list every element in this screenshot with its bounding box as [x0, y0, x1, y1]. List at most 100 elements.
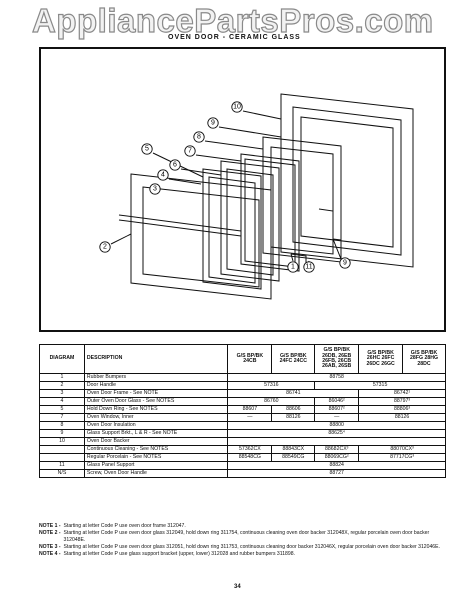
column-header-model-group-5: G/S BP/BK 28FG 28HG 28DC	[402, 344, 446, 374]
diagram-number: 9	[39, 429, 85, 438]
part-description: Glass Support Brkt., L & R - See NOTE	[83, 429, 229, 438]
oven-door-drawing: 10 9 8 7 6 5 4 3 2 1 11 9	[99, 93, 414, 300]
part-number: 86742¹	[358, 389, 446, 398]
table-row: 7 Oven Window, Inner — 88126 — 88126	[39, 413, 446, 422]
part-number: 57362CX	[227, 445, 273, 454]
diagram-number: 4	[39, 397, 85, 406]
svg-text:9: 9	[211, 120, 215, 127]
part-number: 88806³	[358, 405, 446, 414]
part-number: 88606	[271, 405, 316, 414]
part-description: Oven Door Frame - See NOTE	[83, 389, 229, 398]
callout-6: 6	[169, 159, 181, 171]
diagram-number: N/S	[39, 469, 85, 478]
svg-text:1: 1	[291, 264, 295, 271]
part-description: Oven Door Backer	[83, 437, 229, 446]
part-number: 88758	[227, 373, 446, 382]
table-row: 3 Oven Door Frame - See NOTE 86741 86742…	[39, 389, 446, 398]
svg-text:11: 11	[305, 264, 312, 271]
callout-8: 8	[193, 131, 205, 143]
part-description: Rubber Bumpers	[83, 373, 229, 382]
diagram-number: 1	[39, 373, 85, 382]
part-number: 88843CX	[271, 445, 316, 454]
callout-9-bottom: 9	[339, 257, 351, 269]
table-row: 1 Rubber Bumpers 88758	[39, 373, 446, 382]
part-description: Screw, Oven Door Handle	[83, 469, 229, 478]
exploded-parts-diagram: 10 9 8 7 6 5 4 3 2 1 11 9	[39, 47, 446, 332]
part-number: 86046²	[314, 397, 360, 406]
table-row: 11 Glass Panel Support 88824	[39, 461, 446, 470]
svg-text:10: 10	[233, 104, 241, 111]
note: NOTE 2 - Starting at letter Code P use o…	[39, 530, 449, 544]
inner-window-part	[220, 160, 280, 282]
svg-text:6: 6	[173, 162, 177, 169]
part-number: 88607²	[314, 405, 360, 414]
table-row: N/S Screw, Oven Door Handle 88727	[39, 469, 446, 478]
svg-text:7: 7	[188, 148, 192, 155]
note: NOTE 1 - Starting at letter Code P use o…	[39, 523, 449, 530]
part-number: 87717CG³	[358, 453, 446, 462]
callout-3: 3	[149, 183, 161, 195]
oven-door-frame-part	[280, 93, 414, 268]
diagram-number	[39, 453, 85, 462]
part-description: Continuous Cleaning - See NOTES	[83, 445, 229, 454]
note-label: NOTE 4 -	[39, 551, 61, 558]
callout-10: 10	[231, 101, 243, 113]
diagram-number: 5	[39, 405, 85, 414]
part-number: —	[314, 413, 360, 422]
table-row: 2 Door Handle 57316 57315	[39, 381, 446, 390]
note: NOTE 4 - Starting at letter Code P use g…	[39, 551, 449, 558]
part-number: 88727	[227, 469, 446, 478]
part-number: 88800	[227, 421, 446, 430]
column-header-model-group-4: G/S BP/BK 26HC 26FC 26DC 26GC	[358, 344, 404, 374]
note-label: NOTE 1 -	[39, 523, 61, 529]
diagram-number	[39, 445, 85, 454]
page-title: OVEN DOOR - CERAMIC GLASS	[168, 34, 301, 41]
note-text: Starting at letter Code P use oven door …	[63, 530, 430, 544]
part-number: 57316	[227, 381, 316, 390]
column-header-model-group-2: G/S BP/BK 24FC 24CC	[271, 344, 316, 374]
part-description: Oven Door Insulation	[83, 421, 229, 430]
part-number: 88126	[271, 413, 316, 422]
note-label: NOTE 3 -	[39, 544, 61, 551]
column-header-model-group-1: G/S BP/BK 24CB	[227, 344, 273, 374]
diagram-number: 3	[39, 389, 85, 398]
svg-text:5: 5	[145, 146, 149, 153]
table-row: 5 Hold Down Ring - See NOTES 88607 88606…	[39, 405, 446, 414]
diagram-number: 10	[39, 437, 85, 446]
callout-4: 4	[157, 169, 169, 181]
part-number: 88682CX³	[314, 445, 360, 454]
page-number: 34	[234, 584, 241, 590]
callout-7: 7	[184, 145, 196, 157]
door-handle-part	[118, 214, 242, 237]
part-number: 57315	[314, 381, 446, 390]
svg-text:2: 2	[103, 244, 107, 251]
svg-text:4: 4	[161, 172, 165, 179]
svg-text:9: 9	[343, 260, 347, 267]
empty-cell	[227, 437, 446, 446]
note-label: NOTE 2 -	[39, 530, 61, 537]
parts-table: DIAGRAM DESCRIPTION G/S BP/BK 24CB G/S B…	[39, 344, 446, 478]
svg-text:3: 3	[153, 186, 157, 193]
note-text: Starting at letter Code P use oven door …	[63, 544, 440, 551]
diagram-number: 7	[39, 413, 85, 422]
diagram-number: 11	[39, 461, 85, 470]
diagram-number: 2	[39, 381, 85, 390]
callout-2: 2	[99, 241, 111, 253]
table-row: Continuous Cleaning - See NOTES 57362CX …	[39, 445, 446, 454]
table-row: 10 Oven Door Backer	[39, 437, 446, 446]
svg-text:8: 8	[197, 134, 201, 141]
part-description: Oven Window, Inner	[83, 413, 229, 422]
part-number: 88126	[358, 413, 446, 422]
table-row: 4 Outer Oven Door Glass - See NOTES 8676…	[39, 397, 446, 406]
outer-door-glass-part	[130, 173, 272, 300]
table-row: 8 Oven Door Insulation 88800	[39, 421, 446, 430]
part-description: Hold Down Ring - See NOTES	[83, 405, 229, 414]
part-number: 88548CG	[227, 453, 273, 462]
callout-9-top: 9	[207, 117, 219, 129]
part-number: 88824	[227, 461, 446, 470]
diagram-number: 8	[39, 421, 85, 430]
part-description: Outer Oven Door Glass - See NOTES	[83, 397, 229, 406]
part-number: 88070CX³	[358, 445, 446, 454]
column-header-description: DESCRIPTION	[83, 344, 229, 374]
note-text: Starting at letter Code P use oven door …	[63, 523, 186, 529]
